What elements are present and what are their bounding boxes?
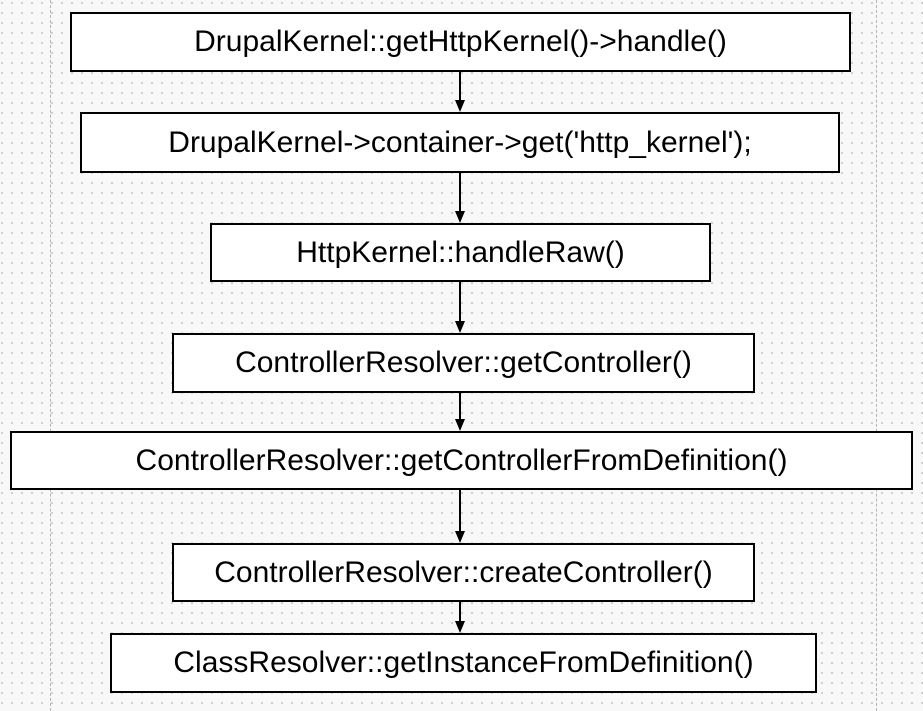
flow-node-6[interactable]: ControllerResolver::createController() [172,543,755,602]
page-guide-line-right [876,0,877,711]
arrowhead-icon [455,100,465,112]
flow-node-4[interactable]: ControllerResolver::getController() [172,333,755,393]
arrowhead-icon [455,621,465,633]
arrow-line [459,282,461,322]
arrow-line [459,72,461,101]
flow-arrow-3[interactable] [454,282,466,333]
flow-arrow-5[interactable] [454,490,466,543]
flow-arrow-4[interactable] [454,393,466,431]
flow-arrow-1[interactable] [454,72,466,112]
arrowhead-icon [455,419,465,431]
page-guide-line-left [50,0,51,711]
arrow-line [459,393,461,420]
flow-node-4-label: ControllerResolver::getController() [235,346,692,379]
flow-node-7-label: ClassResolver::getInstanceFromDefinition… [173,646,754,679]
flow-node-3-label: HttpKernel::handleRaw() [296,235,625,269]
flow-node-1-label: DrupalKernel::getHttpKernel()->handle() [194,25,727,58]
arrowhead-icon [455,531,465,543]
flow-arrow-6[interactable] [454,602,466,633]
arrow-line [459,173,461,212]
flow-node-5[interactable]: ControllerResolver::getControllerFromDef… [10,431,913,490]
flow-arrow-2[interactable] [454,173,466,223]
arrow-line [459,602,461,622]
flow-node-3[interactable]: HttpKernel::handleRaw() [210,223,711,282]
flow-node-7[interactable]: ClassResolver::getInstanceFromDefinition… [110,633,817,693]
flow-node-1[interactable]: DrupalKernel::getHttpKernel()->handle() [70,12,851,72]
arrowhead-icon [455,211,465,223]
arrow-line [459,490,461,532]
arrowhead-icon [455,321,465,333]
flow-node-6-label: ControllerResolver::createController() [214,555,713,589]
flow-node-2[interactable]: DrupalKernel->container->get('http_kerne… [80,112,840,173]
flow-node-5-label: ControllerResolver::getControllerFromDef… [135,443,788,477]
flow-node-2-label: DrupalKernel->container->get('http_kerne… [168,125,752,159]
